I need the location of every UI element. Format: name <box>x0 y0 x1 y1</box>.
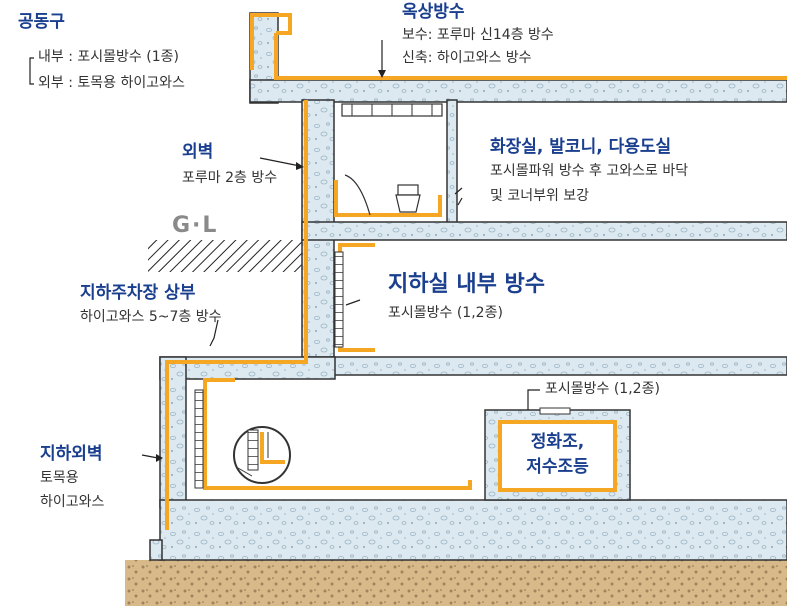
tank-interior <box>498 420 617 492</box>
parking-title: 지하주차장 상부 <box>80 283 196 303</box>
soil-layer <box>125 560 787 606</box>
underground-wall-sub1: 토목용 <box>40 470 79 486</box>
detail-pointer <box>237 467 253 477</box>
ground-level-label: G·L <box>172 213 219 238</box>
common-tunnel-outer: 외부 : 토목용 하이고와스 <box>38 75 185 91</box>
basement-brick <box>334 251 344 348</box>
bathtub-curve <box>344 174 371 216</box>
outer-wall-title: 외벽 <box>182 142 214 162</box>
roof-title: 옥상방수 <box>402 2 465 22</box>
basement-sub: 포시몰방수 (1,2종) <box>388 305 503 321</box>
ground-hatch <box>148 240 308 272</box>
basement-title: 지하실 내부 방수 <box>388 272 545 297</box>
roof-new: 신축: 하이고와스 방수 <box>402 50 532 66</box>
tank-top-label: 포시몰방수 (1,2종) <box>545 381 660 397</box>
underground-brick <box>194 389 204 489</box>
underground-wall-sub2: 하이고와스 <box>40 494 105 510</box>
bathroom-title: 화장실, 발코니, 다용도실 <box>490 137 672 157</box>
bathroom-line2: 및 코너부위 보강 <box>490 188 590 204</box>
roof-repair: 보수: 포루마 신14층 방수 <box>402 27 554 43</box>
detail-membrane <box>260 432 285 464</box>
tank-line2: 저수조등 <box>526 457 589 477</box>
outer-wall-sub: 포루마 2층 방수 <box>182 170 278 186</box>
common-tunnel-inner: 내부 : 포시몰방수 (1종) <box>38 49 179 65</box>
parking-sub: 하이고와스 5~7층 방수 <box>80 309 222 325</box>
toilet-bowl <box>395 194 421 213</box>
common-tunnel-title: 공동구 <box>18 12 65 32</box>
tank-hatch <box>539 407 571 415</box>
waterproof-membranes <box>165 13 787 530</box>
tank-line1: 정화조, <box>530 432 585 452</box>
detail-brick <box>247 429 259 471</box>
bathroom-line1: 포시몰파워 방수 후 고와스로 바닥 <box>490 163 689 179</box>
toilet-tank <box>397 184 419 196</box>
underground-wall-title: 지하외벽 <box>40 444 103 464</box>
leader-lines <box>29 40 540 462</box>
